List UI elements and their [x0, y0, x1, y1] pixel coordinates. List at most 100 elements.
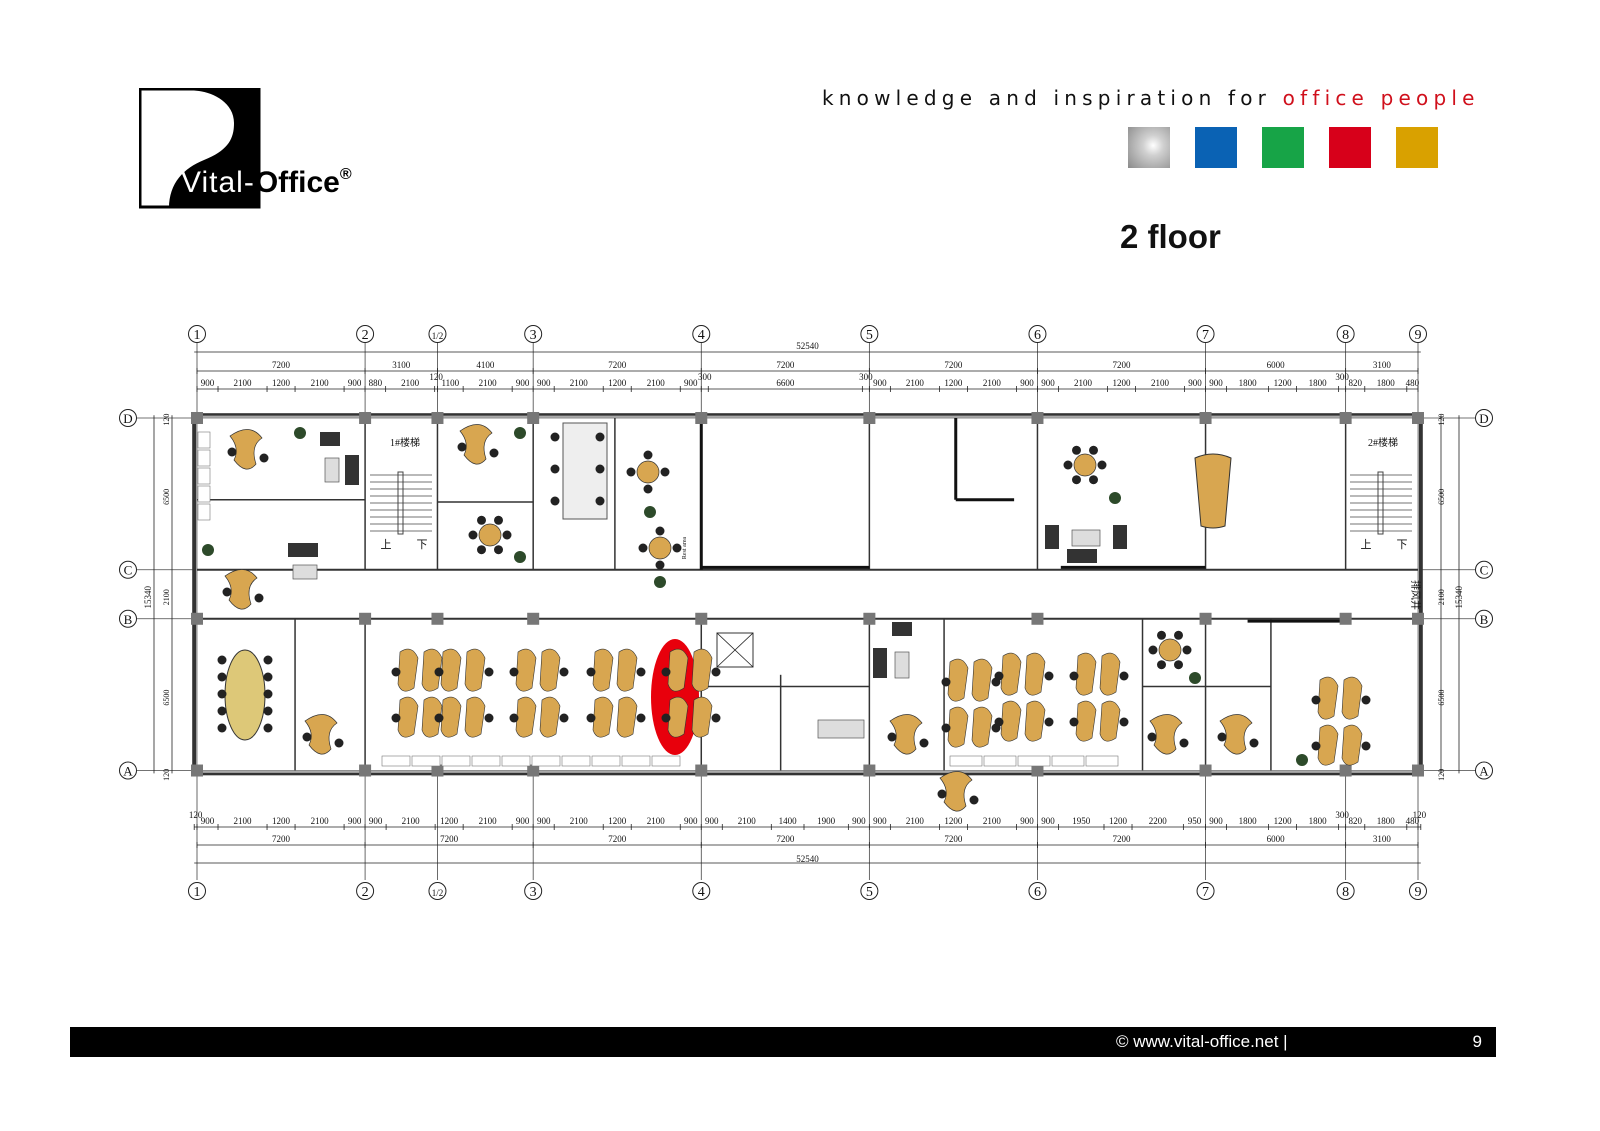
bottom-detail-dimension-value: 1200 [1274, 816, 1293, 826]
chair [636, 713, 646, 723]
top-detail-dimension-value: 1800 [1377, 378, 1396, 388]
axis-label-A: A [123, 764, 133, 779]
sofa [1113, 525, 1127, 549]
footer-website[interactable]: © www.vital-office.net | [1116, 1032, 1288, 1051]
chair [661, 667, 671, 677]
workstation-desk [592, 648, 614, 692]
swatch-silver [1128, 127, 1170, 168]
structural-column [695, 412, 708, 424]
structural-column [863, 612, 876, 625]
chair [259, 453, 269, 463]
chair [1089, 475, 1098, 485]
workstation-desk [1099, 700, 1121, 742]
structural-column [1339, 764, 1352, 777]
stair-1-label: 1#楼梯 [390, 436, 420, 449]
bottom-detail-dimension-value: 2100 [234, 816, 253, 826]
overall-width-bottom: 52540 [796, 854, 819, 864]
side-dimension-value: 6500 [1437, 489, 1446, 505]
axis-label-9: 9 [1415, 885, 1422, 900]
bottom-detail-dimension-value: 900 [852, 816, 866, 826]
axis-label-1/2: 1/2 [432, 888, 444, 898]
chair [661, 713, 671, 723]
stair-handrail [1377, 471, 1384, 535]
workstation-desk [971, 658, 993, 702]
bottom-detail-dimension-value: 2100 [983, 816, 1002, 826]
top-detail-dimension-value: 1800 [1309, 378, 1328, 388]
structural-column [1412, 612, 1424, 625]
bottom-bay-dimension-value: 7200 [440, 834, 459, 844]
structural-column [527, 612, 540, 625]
chair [1182, 645, 1192, 655]
structural-column [1339, 412, 1352, 424]
coffee-table [894, 651, 910, 679]
structural-column [695, 764, 708, 777]
top-detail-dimension-value: 1200 [1113, 378, 1132, 388]
sofa [892, 622, 912, 636]
chair [660, 467, 670, 477]
chair [994, 671, 1004, 681]
axis-bubble [1409, 882, 1427, 900]
top-detail-dimension-value: 120 [429, 372, 443, 382]
bottom-detail-dimension-value: 2100 [906, 816, 925, 826]
coffee-table [817, 719, 865, 739]
bottom-detail-dimension-value: 900 [1209, 816, 1223, 826]
storage-cabinet [1085, 755, 1119, 767]
workstation-desk [667, 648, 689, 692]
structural-column [1199, 412, 1212, 424]
workstation-desk [397, 648, 419, 692]
bottom-detail-dimension-value: 1950 [1072, 816, 1091, 826]
top-detail-dimension-value: 300 [698, 372, 712, 382]
bottom-detail-dimension-value: 900 [537, 816, 551, 826]
plant [202, 544, 214, 556]
storage-cabinet [949, 755, 983, 767]
axis-bubble [1409, 325, 1427, 343]
workstation-desk [1024, 700, 1046, 742]
structural-column [863, 412, 876, 424]
workstation-desk [539, 648, 561, 692]
bottom-detail-dimension-value: 300 [1335, 810, 1349, 820]
workstation-desk [592, 696, 614, 738]
workstation-desk [947, 658, 969, 702]
axis-bubble [1336, 882, 1355, 900]
bottom-detail-dimension-value: 900 [348, 816, 362, 826]
top-detail-dimension-value: 2100 [234, 378, 253, 388]
top-detail-dimension-value: 2100 [1074, 378, 1093, 388]
chair [1217, 732, 1227, 742]
chair [494, 545, 503, 555]
storage-cabinet [441, 755, 471, 767]
storage-cabinet [197, 467, 211, 485]
structural-column [431, 412, 444, 424]
axis-label-B: B [124, 612, 133, 627]
structural-column [1412, 764, 1424, 777]
side-dimension-value: 2100 [1437, 589, 1446, 605]
axis-label-D: D [1479, 411, 1488, 426]
chair [1119, 717, 1129, 727]
tagline-prefix: knowledge and inspiration for [822, 86, 1283, 110]
structural-column [527, 764, 540, 777]
structural-column [431, 764, 444, 777]
bottom-bay-dimension-value: 6000 [1267, 834, 1286, 844]
bottom-detail-dimension-value: 900 [873, 816, 887, 826]
side-dimension-value: 6500 [162, 489, 171, 505]
chair [254, 593, 264, 603]
chair [222, 587, 232, 597]
top-detail-dimension-value: 900 [684, 378, 698, 388]
axis-label-B: B [1480, 612, 1489, 627]
chair [1044, 671, 1054, 681]
bottom-detail-dimension-value: 900 [684, 816, 698, 826]
axis-bubble [524, 882, 543, 900]
side-dimension-value: 120 [1437, 769, 1446, 781]
side-dimension-value: 120 [1437, 414, 1446, 426]
structural-column [359, 612, 372, 625]
sofa [288, 543, 318, 557]
top-detail-dimension-value: 300 [1335, 372, 1349, 382]
bottom-detail-dimension-value: 120 [189, 810, 203, 820]
axis-bubble [188, 882, 206, 900]
axis-label-4: 4 [698, 328, 705, 343]
chair [711, 667, 721, 677]
axis-bubble [119, 409, 137, 427]
plant [654, 576, 666, 588]
axis-label-D: D [123, 411, 132, 426]
chair [1174, 630, 1183, 640]
bottom-detail-dimension-value: 1200 [944, 816, 963, 826]
